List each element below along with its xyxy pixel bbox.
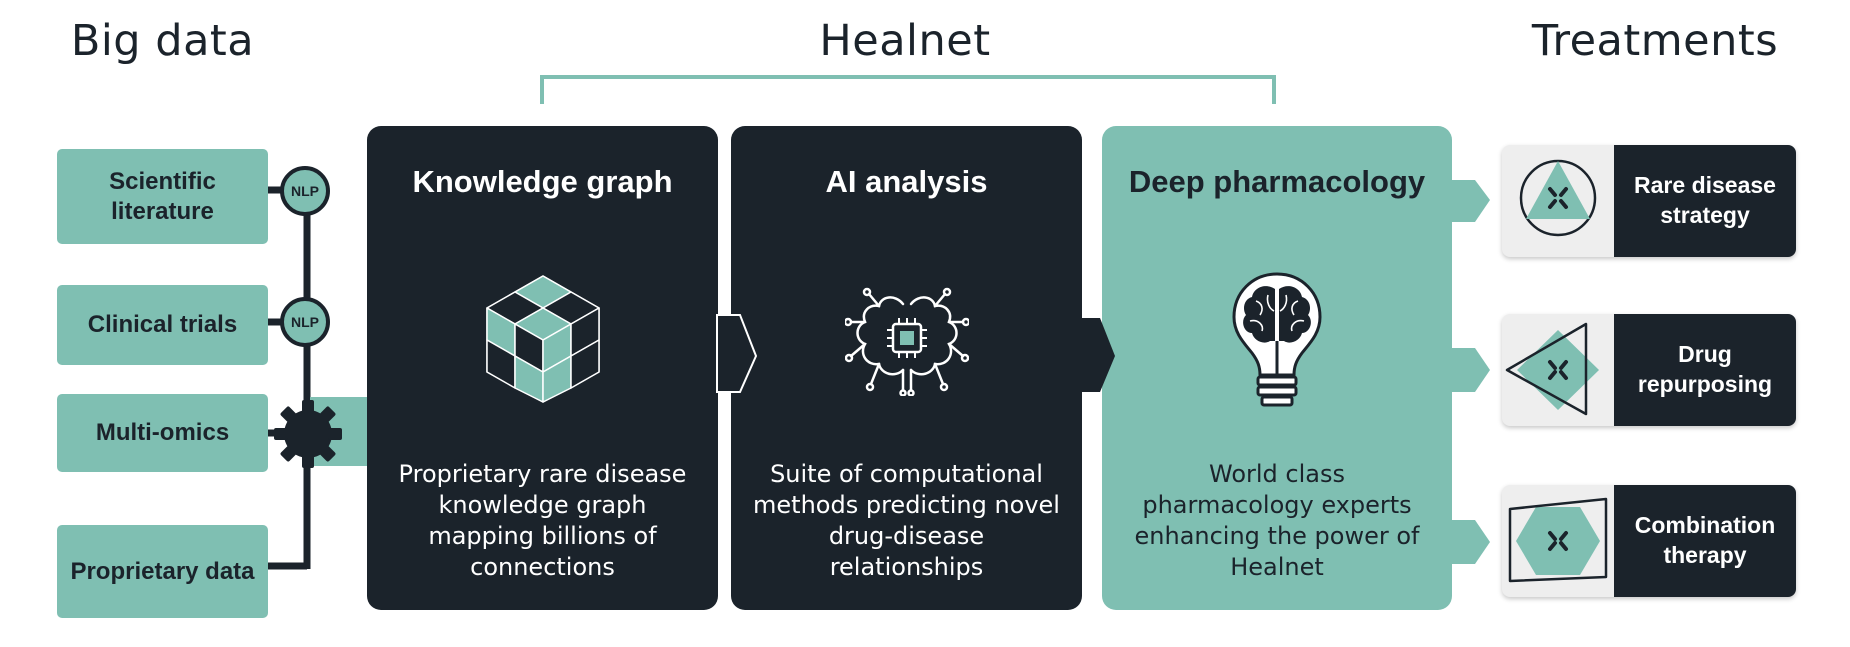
- treatment-label: Combination therapy: [1614, 485, 1796, 597]
- treatment-card-drug-repurposing: Drug repurposing: [1502, 314, 1796, 426]
- arrow-ai-to-dp: [1081, 318, 1115, 392]
- knowledge-graph-title: Knowledge graph: [412, 164, 673, 199]
- triangle-diamond-icon: [1505, 322, 1599, 416]
- treatment-label: Drug repurposing: [1614, 314, 1796, 426]
- nlp-badge: NLP: [280, 297, 330, 347]
- source-proprietary-data: Proprietary data: [57, 525, 268, 618]
- source-scientific-literature: Scientific literature: [57, 149, 268, 244]
- treatment-label: Rare disease strategy: [1614, 145, 1796, 257]
- big-data-heading: Big data: [70, 16, 255, 66]
- cube-icon: [486, 275, 600, 403]
- circle-triangle-icon: [1519, 159, 1597, 237]
- arrow-to-combination-therapy: [1450, 520, 1490, 564]
- ai-analysis-description: Suite of computational methods predictin…: [753, 460, 1060, 581]
- deep-pharmacology-title: Deep pharmacology: [1128, 164, 1426, 199]
- brain-chip-icon: [845, 287, 969, 396]
- arrow-to-rare-disease: [1450, 180, 1490, 222]
- treatment-card-combination-therapy: Combination therapy: [1502, 485, 1796, 597]
- treatment-card-rare-disease: Rare disease strategy: [1502, 145, 1796, 257]
- knowledge-graph-panel: Knowledge graph Proprietary rare disease…: [367, 126, 718, 610]
- lightbulb-brain-icon: [1232, 272, 1322, 407]
- arrow-kg-to-ai: [716, 314, 758, 393]
- deep-pharmacology-panel: Deep pharmacology World class pharmacolo…: [1102, 126, 1452, 610]
- deep-pharmacology-description: World class pharmacology experts enhanci…: [1134, 460, 1420, 581]
- nlp-badge: NLP: [280, 166, 330, 216]
- arrow-to-drug-repurposing: [1450, 348, 1490, 392]
- healnet-bracket: [540, 75, 1276, 104]
- source-multi-omics: Multi-omics: [57, 394, 268, 472]
- source-clinical-trials: Clinical trials: [57, 285, 268, 365]
- gear-icon: [274, 400, 342, 468]
- hexagon-parallelogram-icon: [1508, 497, 1608, 583]
- ai-analysis-title: AI analysis: [825, 164, 988, 199]
- ai-analysis-panel: AI analysis Suite of computational metho…: [731, 126, 1082, 610]
- treatments-heading: Treatments: [1531, 16, 1779, 66]
- knowledge-graph-description: Proprietary rare disease knowledge graph…: [398, 460, 687, 581]
- healnet-heading: Healnet: [819, 16, 991, 66]
